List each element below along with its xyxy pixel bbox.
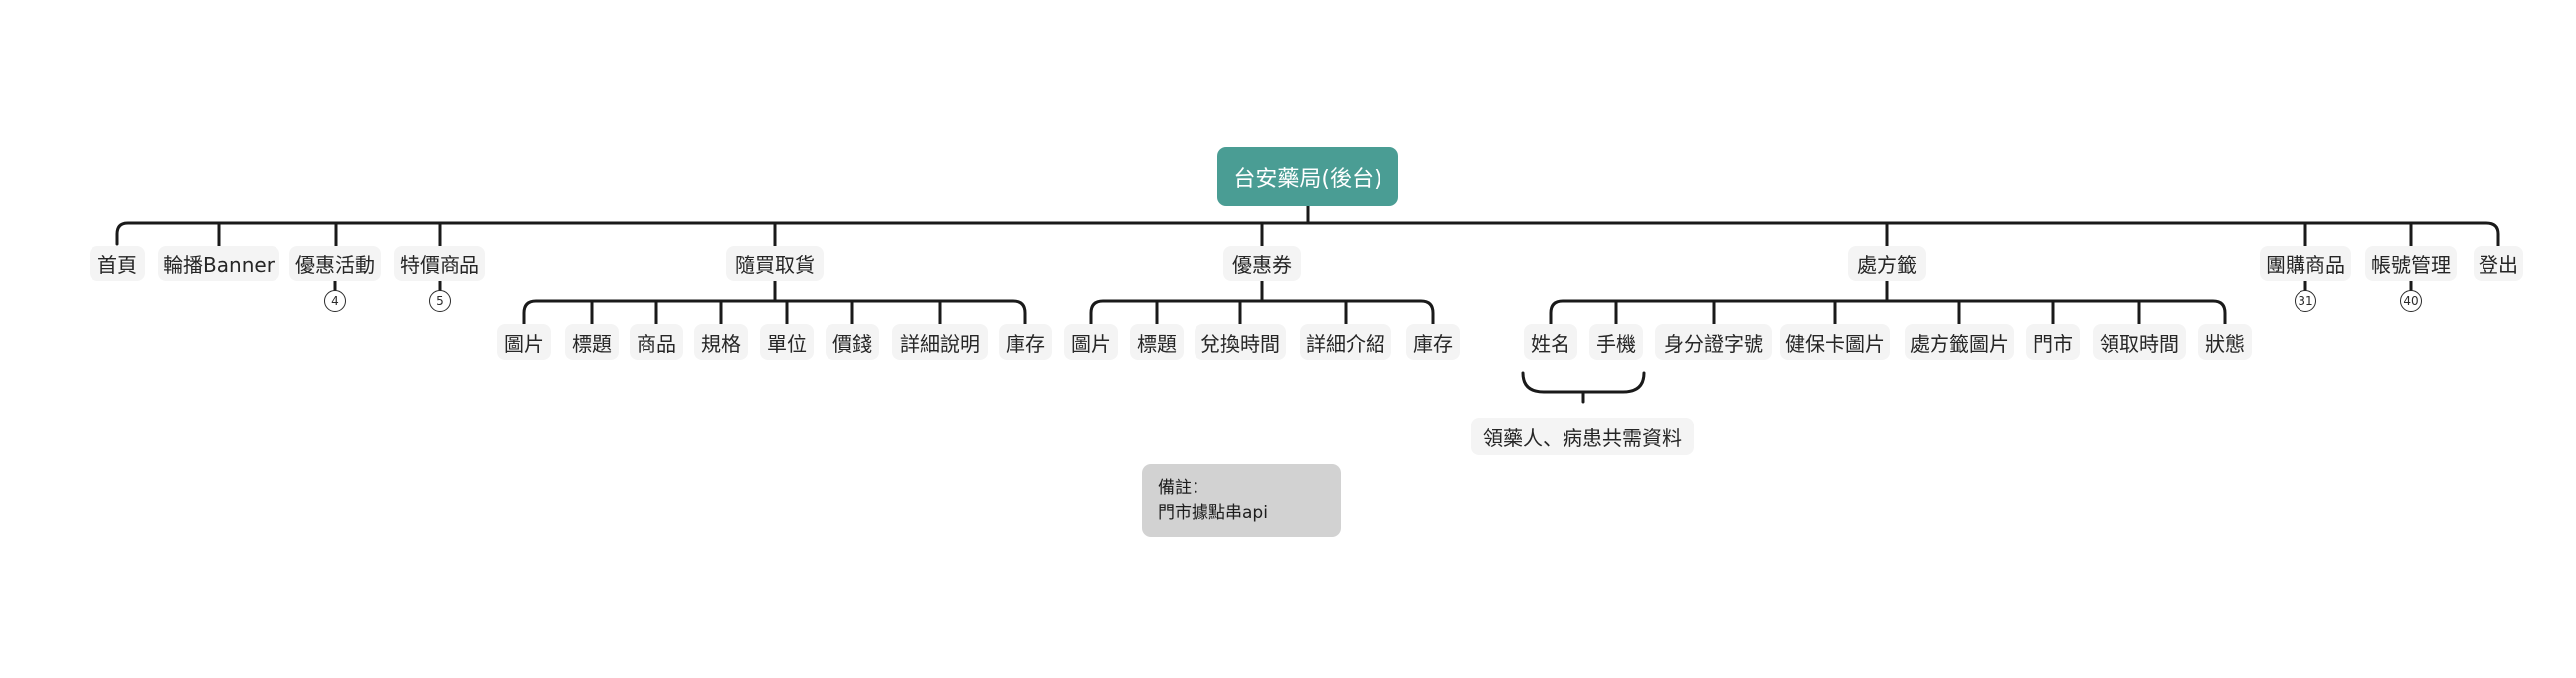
coupon-child-redeem-time: 兌換時間 xyxy=(1195,324,1286,360)
branch-home: 首頁 xyxy=(90,246,145,281)
branch-coupon-label: 優惠券 xyxy=(1232,253,1292,277)
coupon-child-label: 詳細介紹 xyxy=(1306,331,1385,356)
buy-child-product: 商品 xyxy=(630,324,683,360)
branch-account: 帳號管理 xyxy=(2365,246,2457,281)
rx-summary-node: 領藥人、病患共需資料 xyxy=(1471,418,1694,455)
coupon-child-label: 圖片 xyxy=(1071,331,1111,356)
branch-account-label: 帳號管理 xyxy=(2371,253,2451,277)
rx-child-name: 姓名 xyxy=(1524,324,1577,360)
rx-child-label: 門市 xyxy=(2033,331,2073,356)
coupon-child-label: 標題 xyxy=(1137,331,1177,356)
branch-group-label: 團購商品 xyxy=(2266,253,2345,277)
branch-promo-label: 優惠活動 xyxy=(295,253,375,277)
rx-child-label: 健保卡圖片 xyxy=(1785,331,1885,356)
rx-child-label: 領取時間 xyxy=(2100,331,2179,356)
branch-buy: 隨買取貨 xyxy=(726,246,824,281)
group-count-badge: 31 xyxy=(2295,290,2316,312)
branch-rx-label: 處方籤 xyxy=(1857,253,1917,277)
rx-child-label: 手機 xyxy=(1596,331,1636,356)
branch-banner-label: 輪播Banner xyxy=(163,253,275,277)
branch-rx: 處方籤 xyxy=(1848,246,1926,281)
buy-child-unit: 單位 xyxy=(760,324,814,360)
buy-child-label: 規格 xyxy=(701,331,741,356)
branch-home-label: 首頁 xyxy=(97,253,137,277)
rx-child-store: 門市 xyxy=(2026,324,2080,360)
rx-child-label: 處方籤圖片 xyxy=(1910,331,2009,356)
rx-child-pickup-time: 領取時間 xyxy=(2093,324,2186,360)
rx-child-label: 狀態 xyxy=(2205,331,2245,356)
buy-child-label: 詳細說明 xyxy=(900,331,980,356)
buy-child-title: 標題 xyxy=(565,324,619,360)
buy-child-label: 價錢 xyxy=(832,331,872,356)
buy-child-label: 單位 xyxy=(767,331,807,356)
branch-special: 特價商品 xyxy=(394,246,485,281)
buy-child-spec: 規格 xyxy=(694,324,748,360)
coupon-child-label: 庫存 xyxy=(1413,331,1453,356)
branch-logout: 登出 xyxy=(2474,246,2523,281)
buy-child-image: 圖片 xyxy=(497,324,551,360)
rx-child-id-number: 身分證字號 xyxy=(1655,324,1772,360)
buy-child-stock: 庫存 xyxy=(999,324,1052,360)
coupon-child-detail: 詳細介紹 xyxy=(1300,324,1391,360)
branch-buy-label: 隨買取貨 xyxy=(735,253,815,277)
branch-group: 團購商品 xyxy=(2260,246,2351,281)
special-count-badge: 5 xyxy=(429,290,451,312)
rx-summary-label: 領藥人、病患共需資料 xyxy=(1483,425,1682,450)
coupon-child-title: 標題 xyxy=(1130,324,1184,360)
branch-special-label: 特價商品 xyxy=(400,253,479,277)
rx-child-label: 姓名 xyxy=(1531,331,1570,356)
buy-child-label: 商品 xyxy=(637,331,676,356)
rx-child-status: 狀態 xyxy=(2198,324,2252,360)
root-node: 台安藥局(後台) xyxy=(1217,147,1398,206)
rx-child-phone: 手機 xyxy=(1589,324,1643,360)
note-heading: 備註： xyxy=(1158,478,1208,498)
buy-child-price: 價錢 xyxy=(826,324,879,360)
rx-child-label: 身分證字號 xyxy=(1664,331,1763,356)
coupon-child-stock: 庫存 xyxy=(1406,324,1460,360)
buy-child-label: 庫存 xyxy=(1006,331,1045,356)
root-label: 台安藥局(後台) xyxy=(1233,166,1382,192)
buy-child-label: 標題 xyxy=(572,331,612,356)
account-count-badge: 40 xyxy=(2400,290,2422,312)
rx-child-prescription-image: 處方籤圖片 xyxy=(1905,324,2014,360)
buy-child-label: 圖片 xyxy=(504,331,544,356)
note-box: 備註： 門市據點串api xyxy=(1142,464,1341,537)
buy-child-description: 詳細說明 xyxy=(892,324,988,360)
branch-logout-label: 登出 xyxy=(2479,253,2518,277)
promo-count-badge: 4 xyxy=(324,290,346,312)
coupon-child-label: 兌換時間 xyxy=(1200,331,1280,356)
branch-coupon: 優惠券 xyxy=(1223,246,1301,281)
coupon-child-image: 圖片 xyxy=(1064,324,1118,360)
branch-banner: 輪播Banner xyxy=(158,246,279,281)
branch-promo: 優惠活動 xyxy=(289,246,381,281)
note-body: 門市據點串api xyxy=(1158,503,1268,523)
rx-child-insurance-card: 健保卡圖片 xyxy=(1780,324,1890,360)
